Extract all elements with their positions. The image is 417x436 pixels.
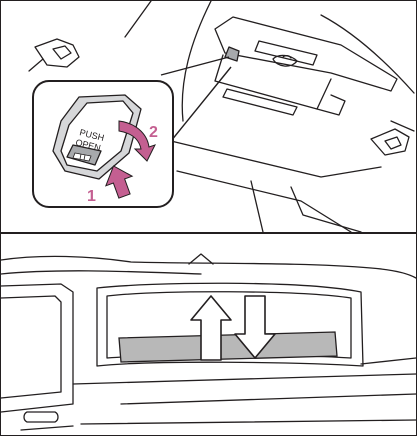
callout-leader-bottom bbox=[171, 67, 231, 141]
side-window-frame bbox=[1, 284, 73, 412]
headliner-edge-line bbox=[125, 1, 151, 37]
overhead-console-panel: PUSH OPEN 1 2 bbox=[1, 1, 416, 232]
rear-window-panel bbox=[1, 234, 416, 435]
map-lamp-lens bbox=[255, 41, 317, 65]
callout-leader-top bbox=[161, 57, 229, 75]
overhead-console-illustration: PUSH OPEN 1 2 bbox=[1, 1, 416, 232]
door-handle bbox=[24, 412, 58, 422]
right-grab-handle bbox=[371, 129, 409, 155]
step-label-1: 1 bbox=[87, 188, 96, 205]
bed-rail-line bbox=[73, 374, 416, 384]
console-body bbox=[215, 17, 397, 91]
headliner-curve-line bbox=[321, 15, 414, 93]
step-label-2: 2 bbox=[149, 124, 158, 141]
sliding-glass-panel bbox=[119, 332, 337, 362]
console-switch-small bbox=[225, 47, 239, 61]
truck-rear-illustration bbox=[1, 234, 416, 435]
